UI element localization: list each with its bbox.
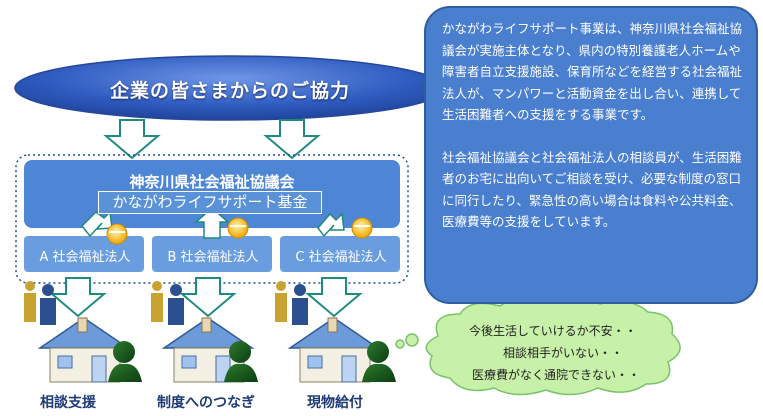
service-label-referral: 制度へのつなぎ	[157, 395, 255, 411]
explanation-paragraph-1: かながわライフサポート事業は、神奈川県社会福祉協議会が実施主体となり、県内の特別…	[442, 21, 743, 122]
worry-line-2: 相談相手がいない・・	[503, 346, 624, 360]
corporation-label-a: A 社会福祉法人	[39, 250, 131, 265]
coin-icon	[106, 223, 128, 245]
worry-line-1: 今後生活していけるか不安・・	[469, 324, 637, 338]
worried-person-icon	[108, 341, 142, 382]
corporation-label-b: B 社会福祉法人	[167, 250, 259, 265]
house-icon	[37, 317, 131, 383]
contribution-arrow	[103, 119, 161, 160]
upward-arrow	[194, 207, 230, 239]
support-arrow	[305, 277, 363, 318]
worry-line-3: 医療費がなく通院できない・・	[472, 368, 641, 382]
corporation-tile-c	[280, 236, 400, 272]
worried-person-icon	[224, 341, 258, 382]
support-arrow	[179, 277, 237, 318]
corporation-label-c: C 社会福祉法人	[295, 250, 387, 265]
person-icon	[24, 281, 56, 325]
service-label-consultation: 相談支援	[40, 395, 96, 411]
upward-arrow	[317, 212, 345, 238]
corporation-tile-a	[24, 236, 144, 272]
house-icon	[161, 317, 255, 383]
coin-icon	[227, 217, 249, 239]
person-icon	[275, 281, 308, 325]
house-icon	[287, 317, 381, 383]
worried-person-icon	[362, 341, 396, 382]
coin-icon	[351, 217, 373, 239]
explanation-paragraph-2: 社会福祉協議会と社会福祉法人の相談員が、生活困難者のお宅に出向いてご相談を受け、…	[442, 149, 742, 230]
person-icon	[151, 281, 184, 325]
explanation-bubble: かながわライフサポート事業は、神奈川県社会福祉協議会が実施主体となり、県内の特別…	[424, 6, 758, 304]
corporation-tile-b	[152, 236, 272, 272]
council-name: 神奈川県社会福祉協議会	[129, 173, 295, 191]
support-arrow	[49, 277, 107, 318]
banner-text: 企業の皆さまからのご協力	[109, 80, 350, 102]
service-label-in-kind: 現物給付	[307, 395, 363, 411]
fund-name: かながわライフサポート基金	[98, 191, 322, 214]
contribution-arrow	[263, 119, 321, 160]
